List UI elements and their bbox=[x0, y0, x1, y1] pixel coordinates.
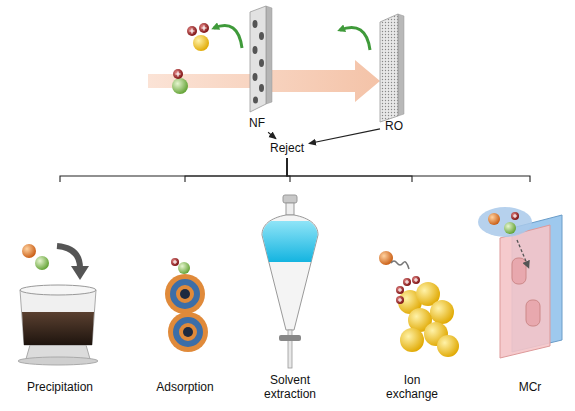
precipitation-beaker-part bbox=[57, 246, 80, 268]
method-label: Precipitation bbox=[27, 380, 93, 394]
membrane-crystallizer-part bbox=[513, 214, 517, 218]
rejection-arrow-part bbox=[214, 26, 242, 49]
separatory-funnel-part bbox=[279, 335, 301, 341]
reject-label: Reject bbox=[267, 140, 307, 156]
method-label: Solvent extraction bbox=[255, 373, 325, 401]
adsorbent-part bbox=[165, 274, 205, 314]
bracket-connector bbox=[185, 158, 287, 182]
precipitation-beaker-part bbox=[22, 244, 36, 258]
ion-exchange-resin-part bbox=[391, 261, 409, 269]
adsorbent-part bbox=[168, 312, 208, 352]
precipitation-beaker-part bbox=[20, 290, 96, 345]
method-label: Adsorption bbox=[156, 380, 213, 394]
precipitation-beaker-part bbox=[18, 357, 98, 365]
membrane-crystallizer-part bbox=[488, 213, 500, 225]
precipitation-beaker-part bbox=[20, 285, 96, 295]
membrane-crystallizer-part bbox=[511, 212, 519, 220]
method-column: Solvent extraction bbox=[248, 182, 332, 405]
method-column: Adsorption bbox=[135, 182, 235, 404]
method-column: Ion exchange bbox=[368, 182, 456, 405]
nf-membrane-part-part bbox=[259, 32, 264, 40]
monovalent-ion-part bbox=[176, 72, 181, 77]
nf-membrane-part-part bbox=[253, 73, 258, 81]
separatory-funnel-part bbox=[286, 203, 294, 215]
monovalent-ion-part bbox=[172, 78, 188, 94]
membrane-crystallizer-part bbox=[500, 225, 550, 358]
method-label: Ion exchange bbox=[380, 373, 444, 401]
nf-membrane bbox=[250, 6, 272, 112]
membrane-label: NF bbox=[249, 116, 265, 130]
membrane-label: RO bbox=[385, 119, 403, 133]
nf-membrane-part bbox=[266, 6, 272, 104]
ro-membrane bbox=[380, 14, 404, 122]
bracket-connector bbox=[60, 158, 287, 182]
membrane-crystallizer-part bbox=[504, 222, 516, 234]
separatory-funnel-part bbox=[263, 221, 318, 262]
method-column: Precipitation bbox=[5, 182, 115, 404]
membrane-crystallizer-part bbox=[517, 240, 528, 266]
ion-exchange-resin bbox=[379, 251, 459, 357]
nf-membrane-part-part bbox=[259, 84, 264, 92]
nf-membrane-part-part bbox=[253, 97, 258, 104]
membrane-label: NF bbox=[246, 115, 268, 131]
membrane-crystallizer-part bbox=[526, 300, 540, 326]
separatory-funnel-part bbox=[283, 195, 297, 203]
membrane-crystallizer-part bbox=[478, 207, 532, 237]
divalent-ion-part bbox=[190, 26, 207, 34]
monovalent-ion bbox=[172, 69, 188, 94]
reject-arrow bbox=[268, 132, 276, 138]
adsorbent-part bbox=[176, 320, 200, 344]
precipitation-beaker-part bbox=[71, 266, 89, 280]
nf-membrane-part-part bbox=[253, 46, 258, 54]
ro-membrane-part bbox=[398, 14, 404, 116]
adsorbent-part bbox=[173, 282, 197, 306]
method-column: MCr bbox=[490, 182, 570, 404]
adsorbent-part bbox=[178, 262, 190, 274]
method-label: MCr bbox=[519, 380, 542, 394]
precipitation-beaker bbox=[18, 244, 98, 365]
monovalent-ion-part bbox=[173, 69, 183, 79]
membrane-crystallizer bbox=[478, 207, 562, 358]
separatory-funnel bbox=[262, 195, 318, 368]
ro-membrane-part bbox=[380, 14, 398, 122]
precipitation-beaker-part bbox=[35, 256, 49, 270]
reject-label: Reject bbox=[270, 141, 304, 155]
nf-membrane-part bbox=[253, 20, 265, 104]
ion-exchange-resin-part bbox=[437, 335, 459, 357]
adsorbent-part bbox=[183, 327, 193, 337]
bracket-connector bbox=[287, 158, 530, 182]
membrane-label: RO bbox=[382, 118, 406, 134]
nf-membrane-part-part bbox=[259, 59, 264, 67]
bracket-connector bbox=[287, 158, 412, 182]
adsorbent-part bbox=[171, 258, 179, 266]
adsorbent-part bbox=[180, 289, 190, 299]
divalent-ion-part bbox=[193, 35, 209, 51]
ion-exchange-resin-part bbox=[396, 276, 420, 304]
reject-arrow bbox=[309, 129, 380, 144]
nf-membrane-part bbox=[250, 6, 266, 112]
adsorbent-part bbox=[173, 260, 177, 264]
membrane-crystallizer-part bbox=[512, 258, 526, 284]
nf-membrane-part-part bbox=[253, 20, 258, 28]
separatory-funnel-part bbox=[262, 215, 318, 330]
ion-exchange-resin-part-part bbox=[398, 278, 418, 302]
rejection-arrow-part bbox=[340, 28, 370, 51]
adsorbent bbox=[165, 258, 208, 352]
ion-exchange-resin-part bbox=[400, 328, 424, 352]
precipitation-beaker-part bbox=[22, 312, 94, 345]
rejection-arrow bbox=[214, 26, 370, 51]
divalent-ion bbox=[187, 23, 209, 51]
ion-exchange-resin-part bbox=[430, 300, 454, 324]
